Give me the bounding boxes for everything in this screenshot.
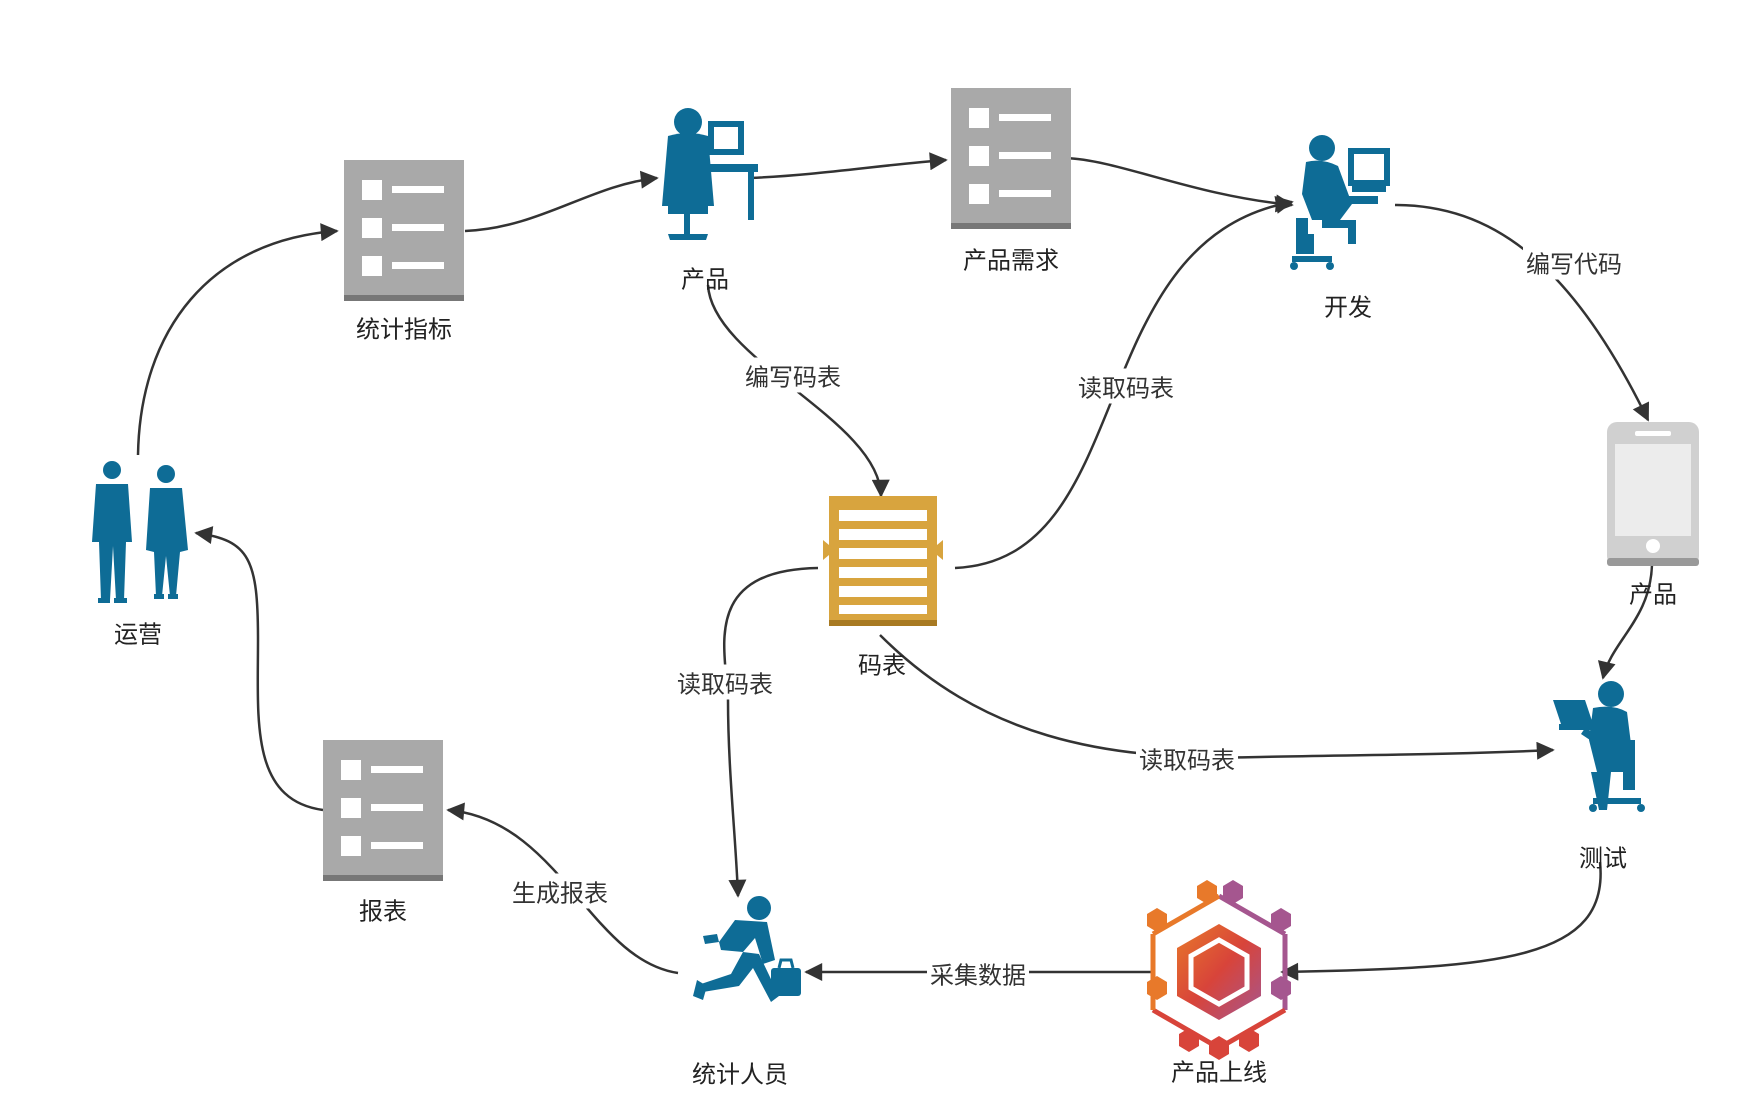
code-table-icon[interactable] — [823, 496, 943, 626]
edge-report-to-operations — [194, 526, 324, 812]
node-label-stat-metrics: 统计指标 — [356, 315, 452, 344]
edge-label-gen-report: 生成报表 — [509, 873, 611, 909]
edge-metrics-to-product — [464, 170, 659, 233]
tester-with-laptop-icon[interactable] — [1553, 681, 1645, 812]
edge-operations-to-metrics — [136, 223, 339, 456]
node-label-report: 报表 — [359, 897, 407, 926]
edge-phone-to-test — [1597, 564, 1654, 680]
edge-label-read-table-dev: 读取码表 — [1075, 368, 1177, 404]
node-label-product-top: 产品 — [681, 265, 729, 294]
business-people-icon[interactable] — [92, 461, 188, 603]
hexagon-network-icon[interactable] — [1147, 880, 1291, 1060]
edge-test-to-launch — [1280, 861, 1602, 981]
node-label-product-phone: 产品 — [1629, 580, 1677, 609]
node-label-launch: 产品上线 — [1171, 1058, 1267, 1087]
edge-label-write-table: 编写码表 — [742, 357, 844, 393]
node-label-statistician: 统计人员 — [692, 1060, 788, 1089]
document-list-icon[interactable] — [951, 88, 1071, 229]
edge-codetable-to-statistician — [722, 566, 819, 898]
edge-label-write-code: 编写代码 — [1523, 244, 1625, 280]
edge-product-to-requirements — [749, 152, 948, 180]
edge-label-read-table-test: 读取码表 — [1136, 740, 1238, 776]
node-label-product-req: 产品需求 — [963, 246, 1059, 275]
running-businessman-icon[interactable] — [693, 896, 801, 1002]
node-label-code-table: 码表 — [858, 651, 906, 680]
mobile-phone-icon[interactable] — [1607, 422, 1699, 566]
document-list-icon[interactable] — [344, 160, 464, 301]
node-label-test: 测试 — [1579, 844, 1627, 873]
person-at-computer-icon[interactable] — [662, 108, 758, 240]
edge-label-collect-data: 采集数据 — [927, 955, 1029, 991]
edge-label-read-table-stat: 读取码表 — [674, 664, 776, 700]
edge-dev-to-phone — [1394, 203, 1650, 422]
document-list-icon[interactable] — [323, 740, 443, 881]
node-label-operations: 运营 — [114, 620, 162, 649]
edge-requirements-to-dev — [1064, 156, 1294, 213]
edge-codetable-to-test — [879, 634, 1555, 760]
node-label-dev: 开发 — [1324, 293, 1372, 322]
developer-at-computer-icon[interactable] — [1290, 135, 1390, 270]
